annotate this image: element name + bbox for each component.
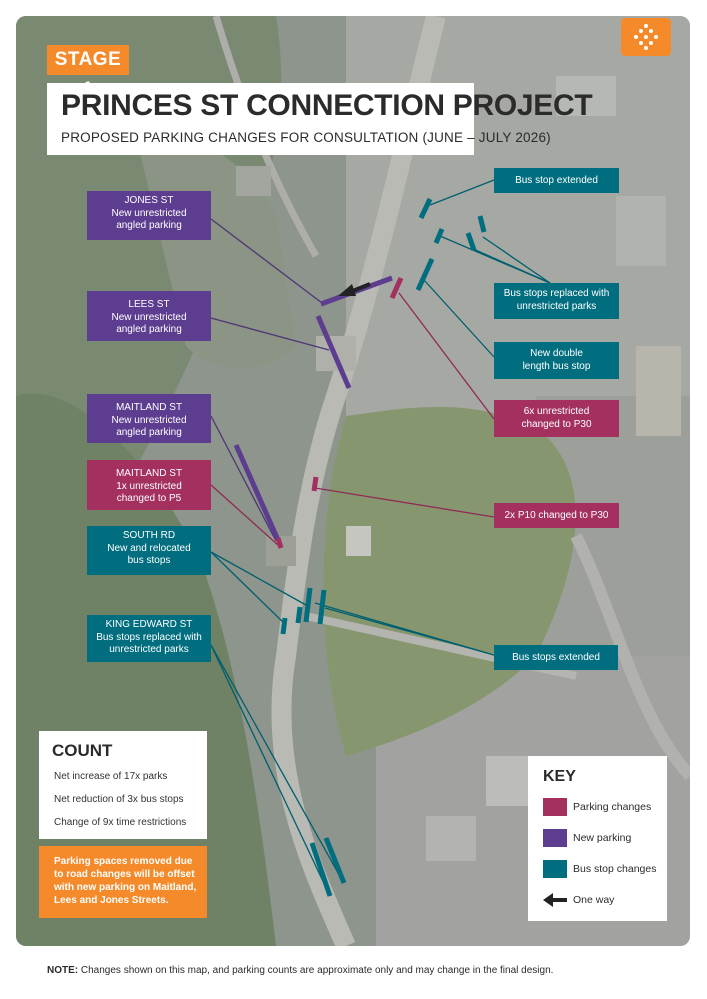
footnote-text: Changes shown on this map, and parking c… xyxy=(78,965,554,976)
map-key: KEY Parking changes New parking Bus stop… xyxy=(528,756,667,921)
count-item: Net increase of 17x parks xyxy=(54,771,168,782)
key-label: Bus stop changes xyxy=(573,863,657,875)
callout-description: New unrestricted angled parking xyxy=(111,207,187,232)
callout-street-name: LEES ST xyxy=(128,299,170,310)
footnote-prefix: NOTE: xyxy=(47,965,79,976)
callout-street-name: JONES ST xyxy=(124,195,174,206)
stage-tag: STAGE 1 xyxy=(47,45,129,100)
offset-note: Parking spaces removed due to road chang… xyxy=(39,846,207,918)
callout-street-name: MAITLAND ST xyxy=(115,402,183,413)
callout-jones-st: JONES ST New unrestricted angled parking xyxy=(87,191,211,240)
callout-description: New unrestricted angled parking xyxy=(111,311,187,336)
page-title: PRINCES ST CONNECTION PROJECT xyxy=(61,89,593,122)
callout-six-unrestricted-p30: 6x unrestricted changed to P30 xyxy=(494,400,619,437)
callout-description: New unrestricted angled parking xyxy=(111,414,187,439)
title-panel: PRINCES ST CONNECTION PROJECT PROPOSED P… xyxy=(47,83,593,155)
callout-bus-stops-replaced: Bus stops replaced with unrestricted par… xyxy=(494,283,619,319)
callout-bus-stop-extended: Bus stop extended xyxy=(494,168,619,193)
callout-description: Bus stop extended xyxy=(515,175,598,186)
callout-description: 2x P10 changed to P30 xyxy=(504,510,609,521)
brand-logo-icon xyxy=(621,18,671,56)
callout-new-double-bus-stop: New double length bus stop xyxy=(494,342,619,379)
callout-p10-to-p30: 2x P10 changed to P30 xyxy=(494,503,619,528)
new-parking-swatch xyxy=(543,829,567,847)
key-label: One way xyxy=(573,894,615,906)
count-item: Net reduction of 3x bus stops xyxy=(54,794,184,805)
key-label: Parking changes xyxy=(573,801,652,813)
count-panel: COUNT Net increase of 17x parks Net redu… xyxy=(39,731,207,839)
callout-description: New and relocated bus stops xyxy=(107,542,191,567)
callout-description: 1x unrestricted changed to P5 xyxy=(116,480,182,505)
callout-street-name: SOUTH RD xyxy=(122,530,176,541)
count-title: COUNT xyxy=(52,741,113,760)
callout-king-edward-st: KING EDWARD ST Bus stops replaced with u… xyxy=(87,615,211,662)
callout-description: Bus stops replaced with unrestricted par… xyxy=(96,631,202,656)
key-title: KEY xyxy=(543,768,576,785)
callout-description: 6x unrestricted changed to P30 xyxy=(521,406,592,430)
parking-changes-swatch xyxy=(543,798,567,816)
callout-maitland-new-parking: MAITLAND ST New unrestricted angled park… xyxy=(87,394,211,443)
callout-description: New double length bus stop xyxy=(522,348,591,372)
callout-description: Bus stops extended xyxy=(512,652,600,663)
page-subtitle: PROPOSED PARKING CHANGES FOR CONSULTATIO… xyxy=(61,130,551,145)
callout-bus-stops-extended: Bus stops extended xyxy=(494,645,618,670)
count-item: Change of 9x time restrictions xyxy=(54,817,187,828)
arrow-left-icon xyxy=(543,893,567,907)
callout-street-name: MAITLAND ST xyxy=(115,468,183,479)
callout-maitland-p5: MAITLAND ST 1x unrestricted changed to P… xyxy=(87,460,211,510)
callout-south-rd: SOUTH RD New and relocated bus stops xyxy=(87,526,211,575)
key-label: New parking xyxy=(573,832,632,844)
bus-stop-changes-swatch xyxy=(543,860,567,878)
footnote: NOTE: Changes shown on this map, and par… xyxy=(47,965,553,976)
callout-street-name: KING EDWARD ST xyxy=(105,619,193,630)
callout-description: Bus stops replaced with unrestricted par… xyxy=(503,288,610,312)
callout-lees-st: LEES ST New unrestricted angled parking xyxy=(87,291,211,341)
